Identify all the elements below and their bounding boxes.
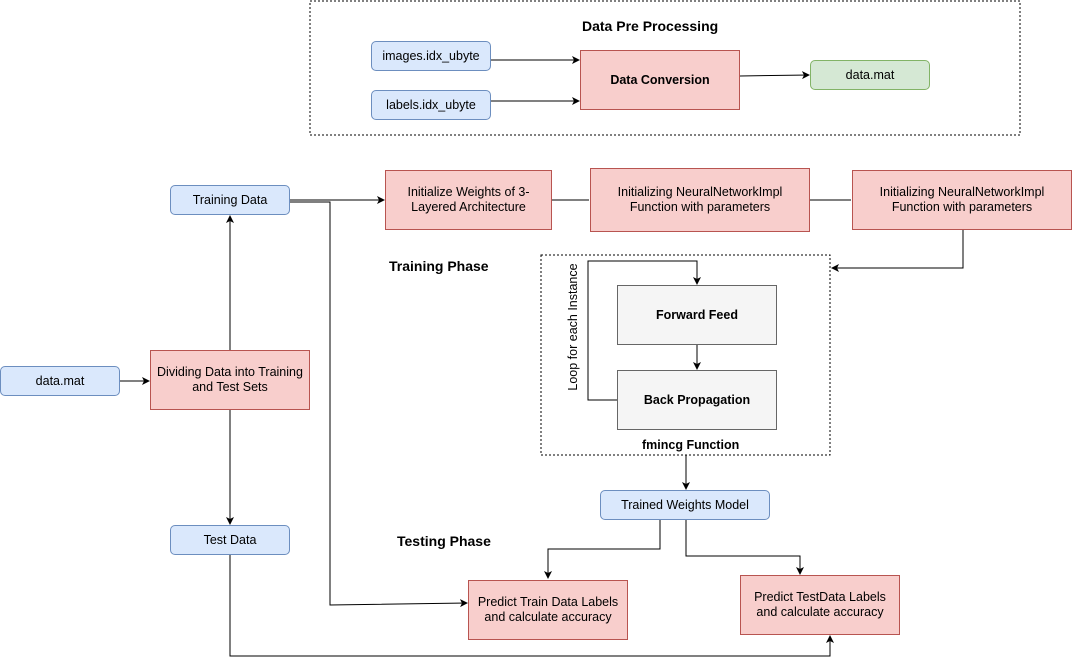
input-datamat-node: data.mat [0, 366, 120, 396]
training-phase-label: Training Phase [389, 258, 489, 274]
init-nn-node-1: Initializing NeuralNetworkImpl Function … [590, 168, 810, 232]
images-file-node: images.idx_ubyte [371, 41, 491, 71]
edge-conversion-to-datamat [739, 71, 810, 80]
output-datamat-node: data.mat [810, 60, 930, 90]
edge-trained-to-predict-train [544, 520, 661, 579]
predict-train-node: Predict Train Data Labels and calculate … [468, 580, 628, 640]
trained-model-node: Trained Weights Model [600, 490, 770, 520]
edge-trained-to-predict-test [685, 520, 804, 575]
init-nn-node-2: Initializing NeuralNetworkImpl Function … [852, 170, 1072, 230]
preprocessing-container [309, 0, 1021, 136]
predict-test-node: Predict TestData Labels and calculate ac… [740, 575, 900, 635]
edge-training-to-predict-train [290, 201, 468, 608]
back-propagation-node: Back Propagation [617, 370, 777, 430]
fmincg-label: fmincg Function [642, 438, 740, 452]
preprocessing-title: Data Pre Processing [582, 18, 719, 34]
training-data-node: Training Data [170, 185, 290, 215]
edge-test-to-predict-test [229, 555, 834, 657]
labels-file-node: labels.idx_ubyte [371, 90, 491, 120]
dividing-node: Dividing Data into Training and Test Set… [150, 350, 310, 410]
edge-loop [587, 260, 701, 401]
testing-phase-label: Testing Phase [397, 533, 491, 549]
data-conversion-node: Data Conversion [580, 50, 740, 110]
test-data-node: Test Data [170, 525, 290, 555]
init-weights-node: Initialize Weights of 3-Layered Architec… [385, 170, 552, 230]
loop-label: Loop for each Instance [566, 263, 580, 391]
forward-feed-node: Forward Feed [617, 285, 777, 345]
edge-nn2-to-fmincg [831, 230, 964, 272]
